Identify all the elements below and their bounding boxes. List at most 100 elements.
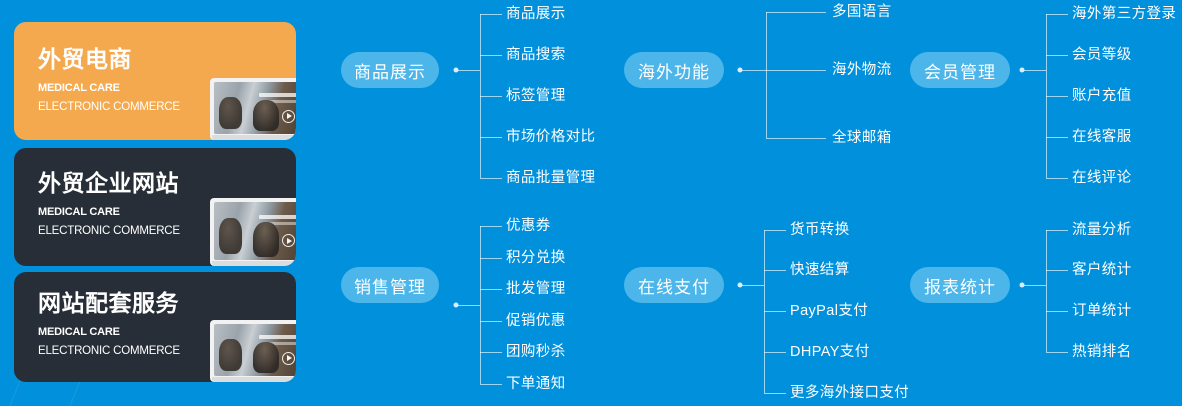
product-card-subtitle-2: ELECTRONIC COMMERCE — [38, 345, 180, 357]
mindmap-leaf[interactable]: 商品批量管理 — [506, 169, 596, 186]
thumbnail-subheadline — [267, 99, 296, 103]
mindmap-node-product-display[interactable]: 商品展示 — [341, 52, 439, 88]
play-icon — [281, 234, 295, 248]
mindmap-leaf[interactable]: 更多海外接口支付 — [790, 384, 910, 401]
mindmap-node-overseas-features[interactable]: 海外功能 — [624, 52, 724, 88]
mindmap-node-online-payment[interactable]: 在线支付 — [624, 267, 724, 303]
thumbnail-screen — [214, 324, 296, 376]
connector-line — [742, 70, 766, 71]
leaf-stub — [480, 137, 502, 138]
product-card-subtitle-2: ELECTRONIC COMMERCE — [38, 225, 180, 237]
product-card-title: 网站配套服务 — [38, 290, 179, 316]
connector-line — [458, 305, 480, 306]
product-card-thumbnail — [210, 320, 296, 382]
connector-dot — [1019, 67, 1025, 73]
leaf-stub — [480, 55, 502, 56]
mindmap-leaf[interactable]: 商品搜索 — [506, 46, 566, 63]
product-card-subtitle-1: MEDICAL CARE — [38, 206, 120, 218]
leaf-stub — [1046, 14, 1068, 15]
leaf-stub — [1046, 178, 1068, 179]
mindmap-leaf[interactable]: 多国语言 — [832, 3, 892, 20]
mindmap-leaf[interactable]: 优惠券 — [506, 217, 551, 234]
branch-trunk — [1046, 230, 1047, 352]
leaf-stub — [764, 270, 786, 271]
thumbnail-headline — [258, 93, 296, 98]
mindmap-leaf[interactable]: 全球邮箱 — [832, 129, 892, 146]
mindmap-leaf[interactable]: 客户统计 — [1072, 261, 1132, 278]
leaf-stub — [764, 393, 786, 394]
mindmap-leaf[interactable]: 标签管理 — [506, 87, 566, 104]
connector-line — [742, 285, 764, 286]
mindmap-leaf[interactable]: 批发管理 — [506, 280, 566, 297]
mindmap-leaf[interactable]: 快速结算 — [790, 261, 850, 278]
connector-dot — [1019, 282, 1025, 288]
mindmap-node-sales-management[interactable]: 销售管理 — [341, 267, 439, 303]
mindmap-leaf[interactable]: 商品展示 — [506, 5, 566, 22]
connector-line — [1024, 285, 1046, 286]
mindmap-leaf[interactable]: DHPAY支付 — [790, 343, 870, 360]
thumbnail-screen — [214, 82, 296, 134]
mindmap-leaf[interactable]: 市场价格对比 — [506, 128, 596, 145]
mindmap-leaf[interactable]: 在线评论 — [1072, 169, 1132, 186]
thumbnail-headline — [258, 214, 296, 219]
leaf-stub — [1046, 311, 1068, 312]
mindmap-node-report-statistics[interactable]: 报表统计 — [910, 267, 1010, 303]
connector-line — [458, 70, 480, 71]
mindmap-leaf[interactable]: 热销排名 — [1072, 343, 1132, 360]
play-icon — [281, 109, 295, 123]
connector-dot — [453, 67, 459, 73]
leaf-stub — [766, 70, 826, 71]
leaf-stub — [764, 311, 786, 312]
leaf-stub — [480, 321, 502, 322]
play-icon — [281, 351, 295, 365]
product-card-1[interactable]: 外贸企业网站 MEDICAL CARE ELECTRONIC COMMERCE — [14, 148, 296, 266]
connector-dot — [737, 282, 743, 288]
leaf-stub — [480, 226, 502, 227]
product-card-0[interactable]: 外贸电商 MEDICAL CARE ELECTRONIC COMMERCE — [14, 22, 296, 140]
leaf-stub — [480, 352, 502, 353]
branch-trunk — [766, 12, 767, 138]
mindmap-leaf[interactable]: 海外物流 — [832, 61, 892, 78]
thumbnail-device-base — [211, 377, 296, 382]
mindmap-leaf[interactable]: 账户充值 — [1072, 87, 1132, 104]
mindmap-leaf[interactable]: 积分兑换 — [506, 249, 566, 266]
mindmap-leaf[interactable]: 在线客服 — [1072, 128, 1132, 145]
product-card-title: 外贸企业网站 — [38, 170, 179, 196]
mindmap-node-member-management[interactable]: 会员管理 — [910, 52, 1010, 88]
mindmap-leaf[interactable]: PayPal支付 — [790, 302, 869, 319]
product-card-subtitle-2: ELECTRONIC COMMERCE — [38, 101, 180, 113]
leaf-stub — [764, 352, 786, 353]
leaf-stub — [1046, 137, 1068, 138]
connector-line — [1024, 70, 1046, 71]
mindmap-leaf[interactable]: 货币转换 — [790, 221, 850, 238]
thumbnail-headline — [258, 335, 296, 340]
mindmap-leaf[interactable]: 促销优惠 — [506, 312, 566, 329]
product-card-2[interactable]: 网站配套服务 MEDICAL CARE ELECTRONIC COMMERCE — [14, 272, 296, 382]
connector-dot — [737, 67, 743, 73]
thumbnail-screen — [214, 202, 296, 260]
product-card-thumbnail — [210, 78, 296, 140]
leaf-stub — [480, 384, 502, 385]
mindmap-leaf[interactable]: 订单统计 — [1072, 302, 1132, 319]
leaf-stub — [480, 14, 502, 15]
leaf-stub — [480, 178, 502, 179]
mindmap-leaf[interactable]: 下单通知 — [506, 375, 566, 392]
mindmap-leaf[interactable]: 海外第三方登录 — [1072, 5, 1177, 22]
product-card-subtitle-1: MEDICAL CARE — [38, 82, 120, 94]
leaf-stub — [1046, 270, 1068, 271]
leaf-stub — [1046, 230, 1068, 231]
mindmap-leaf[interactable]: 会员等级 — [1072, 46, 1132, 63]
mindmap-leaf[interactable]: 团购秒杀 — [506, 343, 566, 360]
mindmap-leaf[interactable]: 流量分析 — [1072, 221, 1132, 238]
thumbnail-subheadline — [267, 221, 296, 225]
leaf-stub — [480, 96, 502, 97]
branch-trunk — [480, 226, 481, 384]
leaf-stub — [1046, 96, 1068, 97]
thumbnail-subheadline — [267, 341, 296, 345]
leaf-stub — [766, 138, 826, 139]
connector-dot — [453, 302, 459, 308]
leaf-stub — [480, 258, 502, 259]
leaf-stub — [764, 230, 786, 231]
thumbnail-device-base — [211, 135, 296, 140]
